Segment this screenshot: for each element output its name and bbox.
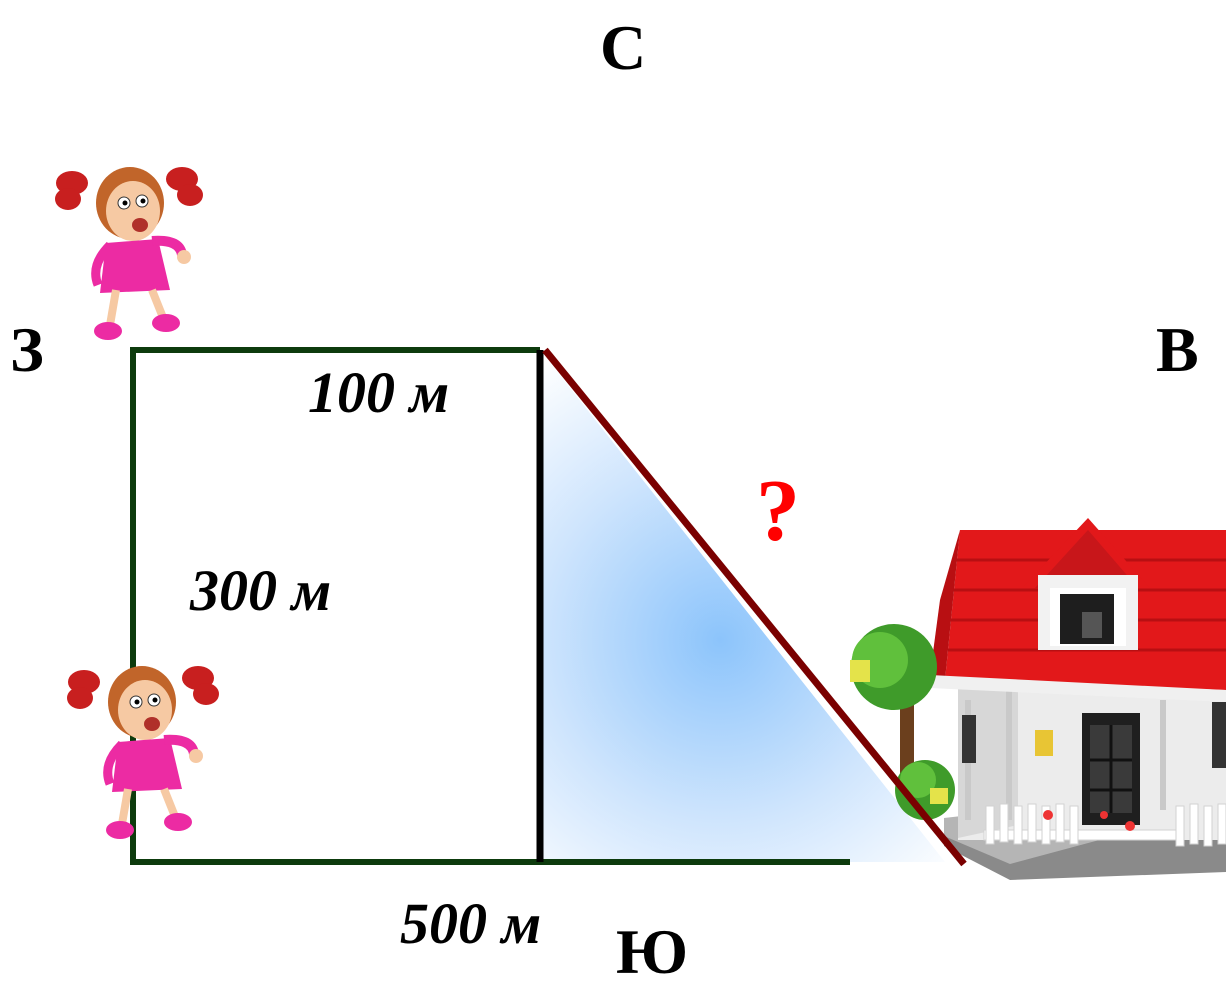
shaded-triangle bbox=[540, 350, 945, 862]
direction-west-label: З bbox=[10, 314, 44, 385]
direction-north-label: С bbox=[600, 12, 647, 83]
direction-south-label: Ю bbox=[616, 916, 689, 987]
direction-east-label: В bbox=[1156, 314, 1199, 385]
distance-left-label: 300 м bbox=[190, 558, 332, 623]
distance-top-label: 100 м bbox=[308, 360, 450, 425]
girl-icon bbox=[67, 666, 219, 839]
house-icon bbox=[930, 518, 1226, 880]
girl-icon bbox=[55, 167, 203, 340]
triangle-hypotenuse bbox=[542, 347, 967, 867]
tree-icon bbox=[850, 624, 955, 820]
distance-bottom-label: 500 м bbox=[400, 891, 542, 956]
unknown-distance-question-mark: ? bbox=[756, 463, 800, 560]
